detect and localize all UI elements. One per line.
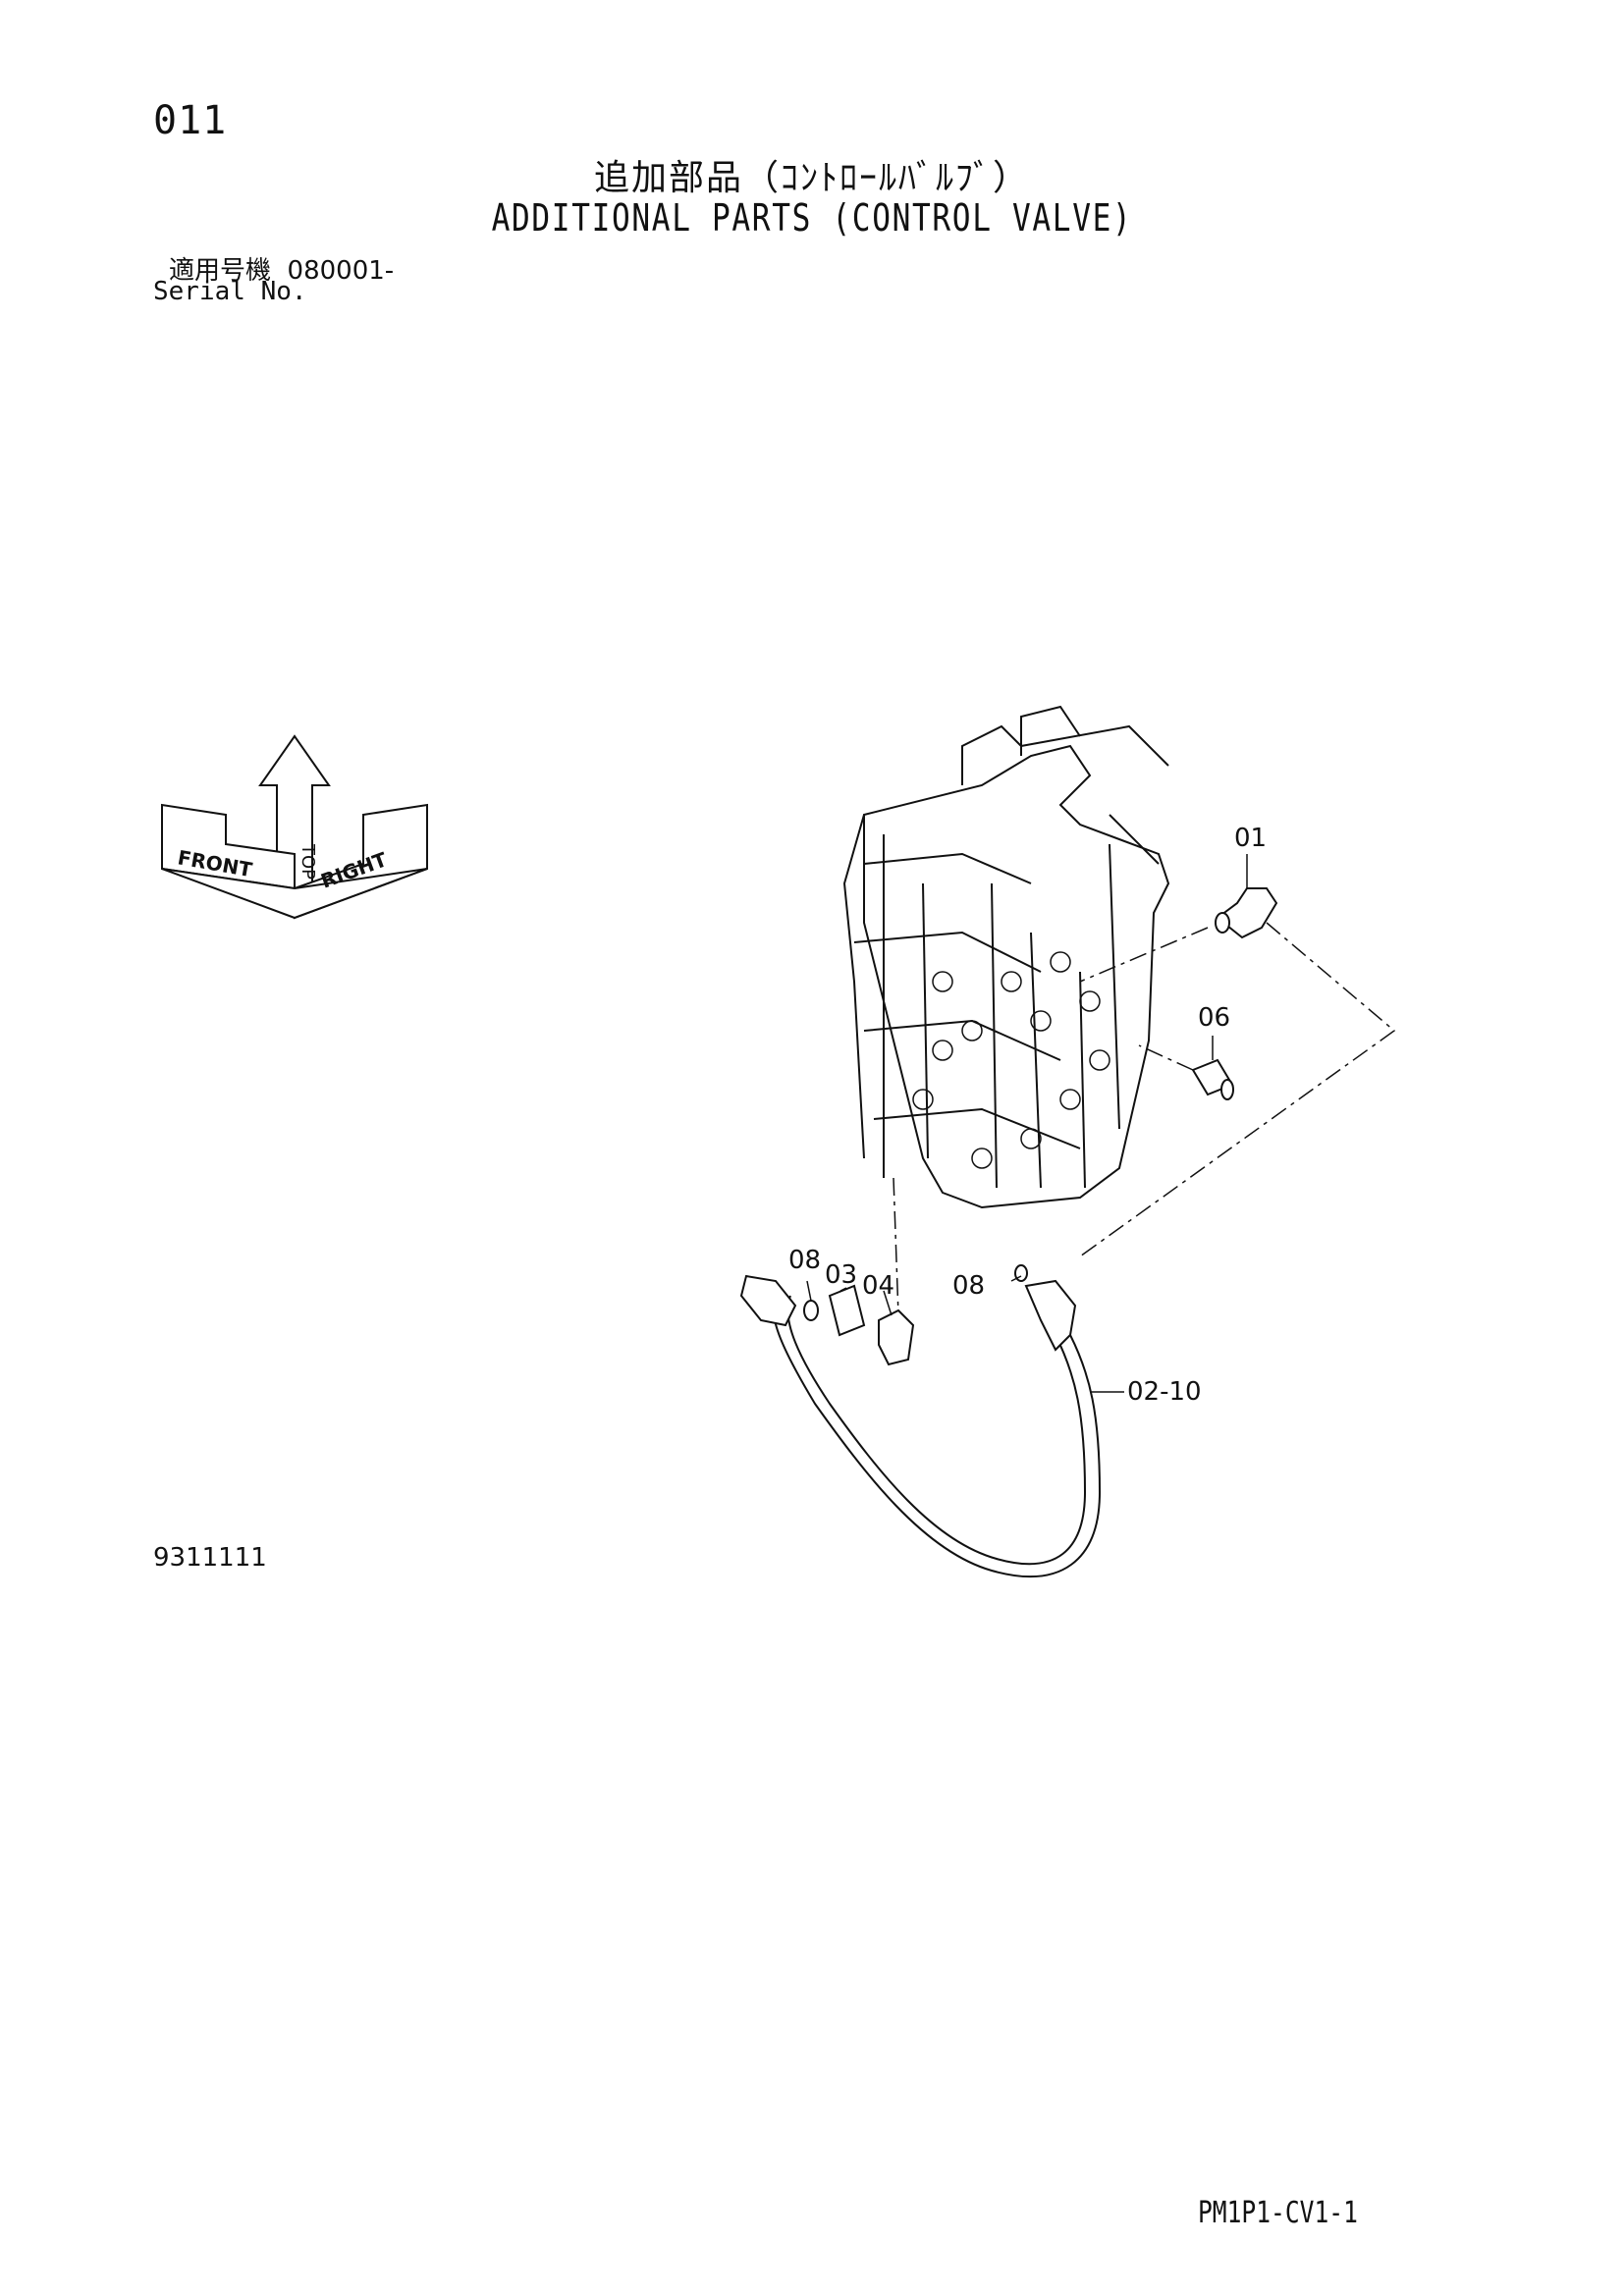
assembly-leaders [893, 922, 1396, 1316]
callout-03: 03 [825, 1260, 857, 1290]
part-08-oring-left [803, 1300, 819, 1321]
page-number: 011 [153, 98, 228, 143]
serial-label-ja-text: 適用号機 [169, 256, 272, 286]
base-plate [161, 868, 428, 920]
hose-end-left [739, 1274, 797, 1327]
callout-01: 01 [1234, 824, 1267, 853]
hose-02-10 [772, 1295, 1102, 1578]
orientation-icon: TOP FRONT RIGHT [161, 734, 428, 920]
callout-08-right: 08 [952, 1271, 985, 1301]
label-top: TOP [298, 843, 318, 880]
callout-02-10: 02-10 [1127, 1377, 1202, 1407]
part-04-elbow [878, 1308, 915, 1366]
callout-leaders [806, 854, 1248, 1393]
serial-label-japanese: 適用号機 080001- [169, 250, 394, 287]
part-03-adapter [828, 1284, 866, 1337]
control-valve-body [842, 705, 1170, 1209]
footer-code: PM1P1-CV1-1 [1198, 2196, 1358, 2230]
callout-06: 06 [1198, 1003, 1230, 1033]
drawing-code: 9311111 [153, 1543, 267, 1573]
callout-08-left: 08 [788, 1246, 821, 1275]
title-japanese: 追加部品（ｺﾝﾄﾛｰﾙﾊﾞﾙﾌﾞ） [593, 158, 1030, 198]
part-01-elbow [1215, 887, 1278, 939]
serial-value: 080001- [287, 256, 395, 286]
serial-label-english: Serial No. [153, 277, 307, 306]
title-english: ADDITIONAL PARTS (CONTROL VALVE) [491, 196, 1133, 240]
hose-end-right [1024, 1279, 1077, 1352]
part-06-plug [1191, 1058, 1234, 1100]
callout-04: 04 [862, 1271, 894, 1301]
